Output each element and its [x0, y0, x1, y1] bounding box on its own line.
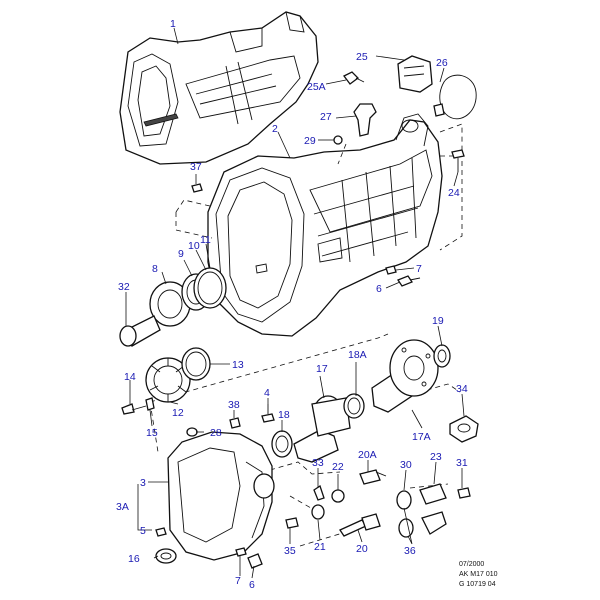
speedo-elbow	[333, 103, 377, 145]
bolt-35	[285, 517, 299, 529]
callout-10: 10	[188, 240, 200, 252]
output-flange-17	[293, 395, 351, 463]
plug-21	[311, 504, 325, 520]
bolt-24	[451, 149, 465, 172]
seal-30	[396, 490, 412, 510]
callout-20: 20	[356, 543, 368, 555]
callout-35: 35	[284, 545, 296, 557]
callout-7-upper: 7	[416, 263, 422, 275]
extension-housing	[167, 431, 275, 561]
callout-38: 38	[228, 399, 240, 411]
callout-4: 4	[264, 387, 270, 399]
callout-26: 26	[436, 57, 448, 69]
callout-31: 31	[456, 457, 468, 469]
callout-16: 16	[128, 553, 140, 565]
callout-17: 17	[316, 363, 328, 375]
callout-25: 25	[356, 51, 368, 63]
sensor-and-cover	[343, 55, 477, 120]
callout-12: 12	[172, 407, 184, 419]
clip-33	[313, 484, 325, 501]
callout-18a: 18A	[348, 349, 367, 361]
callout-3a: 3A	[116, 501, 129, 513]
diagram-date: 07/2000	[459, 561, 485, 568]
callout-19: 19	[432, 315, 444, 327]
callout-15: 15	[146, 427, 158, 439]
callout-34: 34	[456, 383, 468, 395]
callout-20a: 20A	[358, 449, 377, 461]
transmission-case	[207, 113, 443, 337]
callout-11: 11	[200, 234, 211, 246]
callout-3: 3	[140, 477, 146, 489]
ring-19	[433, 344, 451, 368]
sender-23	[419, 483, 447, 535]
callout-6-lower: 6	[249, 579, 255, 591]
callout-7-lower: 7	[235, 575, 241, 587]
plug-38	[229, 417, 241, 429]
bolt-4	[261, 404, 275, 423]
callout-9: 9	[178, 248, 184, 260]
bolt-31	[457, 487, 471, 499]
callout-13: 13	[232, 359, 244, 371]
seal-16	[155, 548, 177, 564]
callout-29: 29	[304, 135, 316, 147]
callout-23: 23	[430, 451, 442, 463]
callout-25a: 25A	[307, 81, 326, 93]
callout-33: 33	[312, 457, 324, 469]
callout-30: 30	[400, 459, 412, 471]
callout-36: 36	[404, 545, 416, 557]
leader-lines	[125, 27, 465, 579]
diagram-reference: AK M17 010	[459, 571, 498, 578]
flange-17a	[371, 339, 439, 413]
callout-labels: 1 2 25 25A 26 27 29 24 37 7 6 8 9 10 11 …	[116, 18, 468, 591]
callout-27: 27	[320, 111, 332, 123]
callout-2: 2	[272, 123, 278, 135]
callout-14: 14	[124, 371, 136, 383]
seal-18a	[343, 393, 365, 419]
bolt-6-7-upper	[385, 265, 421, 287]
seal-18	[271, 430, 293, 458]
callout-6-upper: 6	[376, 283, 382, 295]
washer-22	[331, 489, 345, 503]
plug-28	[186, 427, 198, 437]
gear-20a	[359, 469, 387, 485]
input-shaft-retainer	[119, 267, 227, 347]
callout-37: 37	[190, 161, 202, 173]
callout-17a: 17A	[412, 431, 431, 443]
gearbox-assembly	[119, 11, 319, 165]
callout-21: 21	[314, 541, 326, 553]
callout-1: 1	[170, 18, 176, 30]
callout-32: 32	[118, 281, 130, 293]
bolt-14-15	[121, 397, 155, 415]
speedo-shaft-20	[339, 513, 381, 537]
seal-36	[398, 518, 414, 538]
callout-18: 18	[278, 409, 290, 421]
bolt-6-7-lower	[235, 547, 263, 569]
nut-34	[449, 415, 479, 443]
callout-28: 28	[210, 427, 222, 439]
gear-hub	[145, 347, 211, 403]
callout-8: 8	[152, 263, 158, 275]
bolt-5	[155, 527, 167, 537]
dowel-37	[191, 183, 203, 193]
diagram-code: G 10719 04	[459, 581, 496, 588]
callout-24: 24	[448, 187, 460, 199]
callout-5: 5	[140, 525, 146, 537]
callout-22: 22	[332, 461, 344, 473]
